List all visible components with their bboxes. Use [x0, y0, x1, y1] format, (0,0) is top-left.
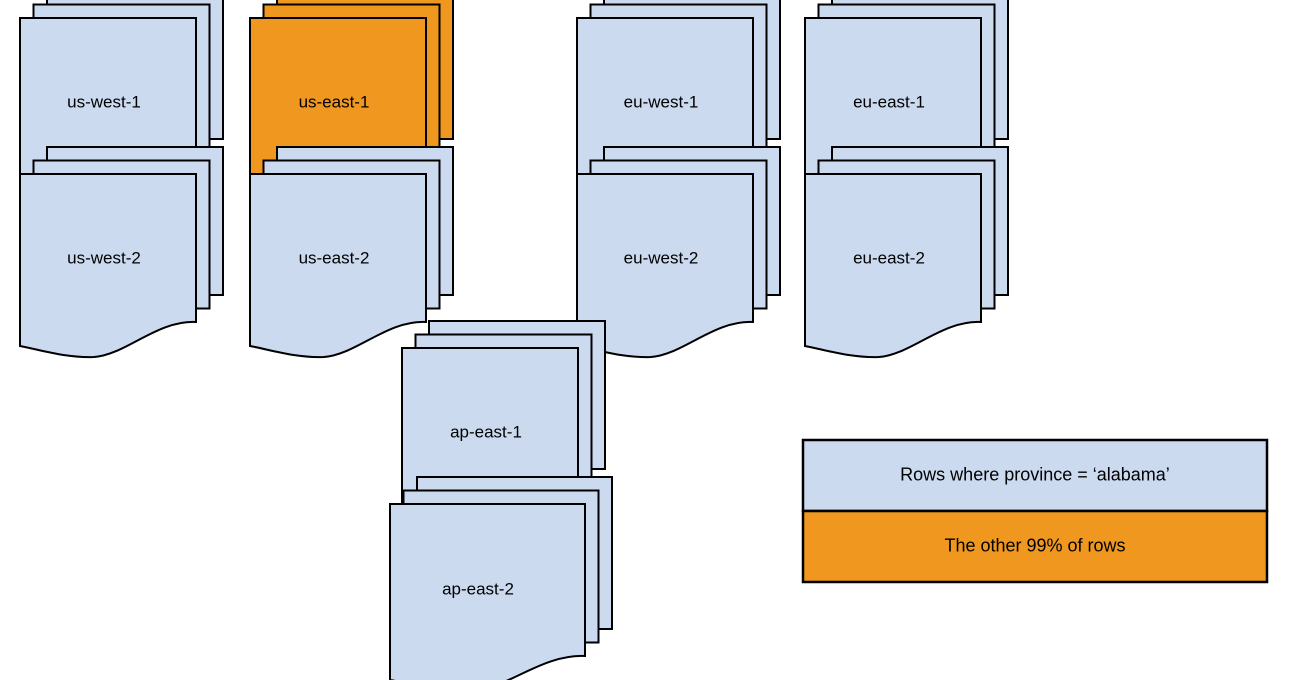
stack-sheet-front [389, 503, 586, 680]
document-stack-ap-east-2[interactable]: ap-east-2 [389, 476, 613, 680]
document-stacks-group: us-west-1 us-east-1 eu-west-1 eu-east-1 us-w… [19, 0, 1009, 680]
stack-label-eu-east-2: eu-east-2 [853, 248, 925, 267]
legend-row-legend-blue: Rows where province = ‘alabama’ [801, 438, 1269, 513]
stack-label-us-east-1: us-east-1 [299, 92, 370, 111]
legend-label-legend-blue: Rows where province = ‘alabama’ [900, 464, 1170, 484]
legend-group: Rows where province = ‘alabama’ The other… [801, 438, 1269, 584]
legend-swatch-legend-blue [801, 438, 1269, 513]
stack-label-us-west-2: us-west-2 [67, 248, 141, 267]
document-stack-us-west-2[interactable]: us-west-2 [19, 146, 224, 359]
document-stack-eu-east-2[interactable]: eu-east-2 [804, 146, 1009, 359]
legend-swatch-legend-orange [801, 509, 1269, 584]
document-stack-eu-west-2[interactable]: eu-west-2 [576, 146, 781, 359]
stack-sheet-front [19, 173, 197, 359]
stack-label-eu-west-2: eu-west-2 [624, 248, 699, 267]
stack-label-eu-west-1: eu-west-1 [624, 92, 699, 111]
stack-label-eu-east-1: eu-east-1 [853, 92, 925, 111]
stack-label-us-west-1: us-west-1 [67, 92, 141, 111]
legend-row-legend-orange: The other 99% of rows [801, 509, 1269, 584]
stack-sheet-front [249, 173, 427, 359]
legend-label-legend-orange: The other 99% of rows [944, 535, 1125, 555]
document-stack-us-east-2[interactable]: us-east-2 [249, 146, 454, 359]
stack-sheet-front [804, 173, 982, 359]
stack-label-ap-east-2: ap-east-2 [442, 579, 514, 598]
stack-label-us-east-2: us-east-2 [299, 248, 370, 267]
stack-label-ap-east-1: ap-east-1 [450, 422, 522, 441]
